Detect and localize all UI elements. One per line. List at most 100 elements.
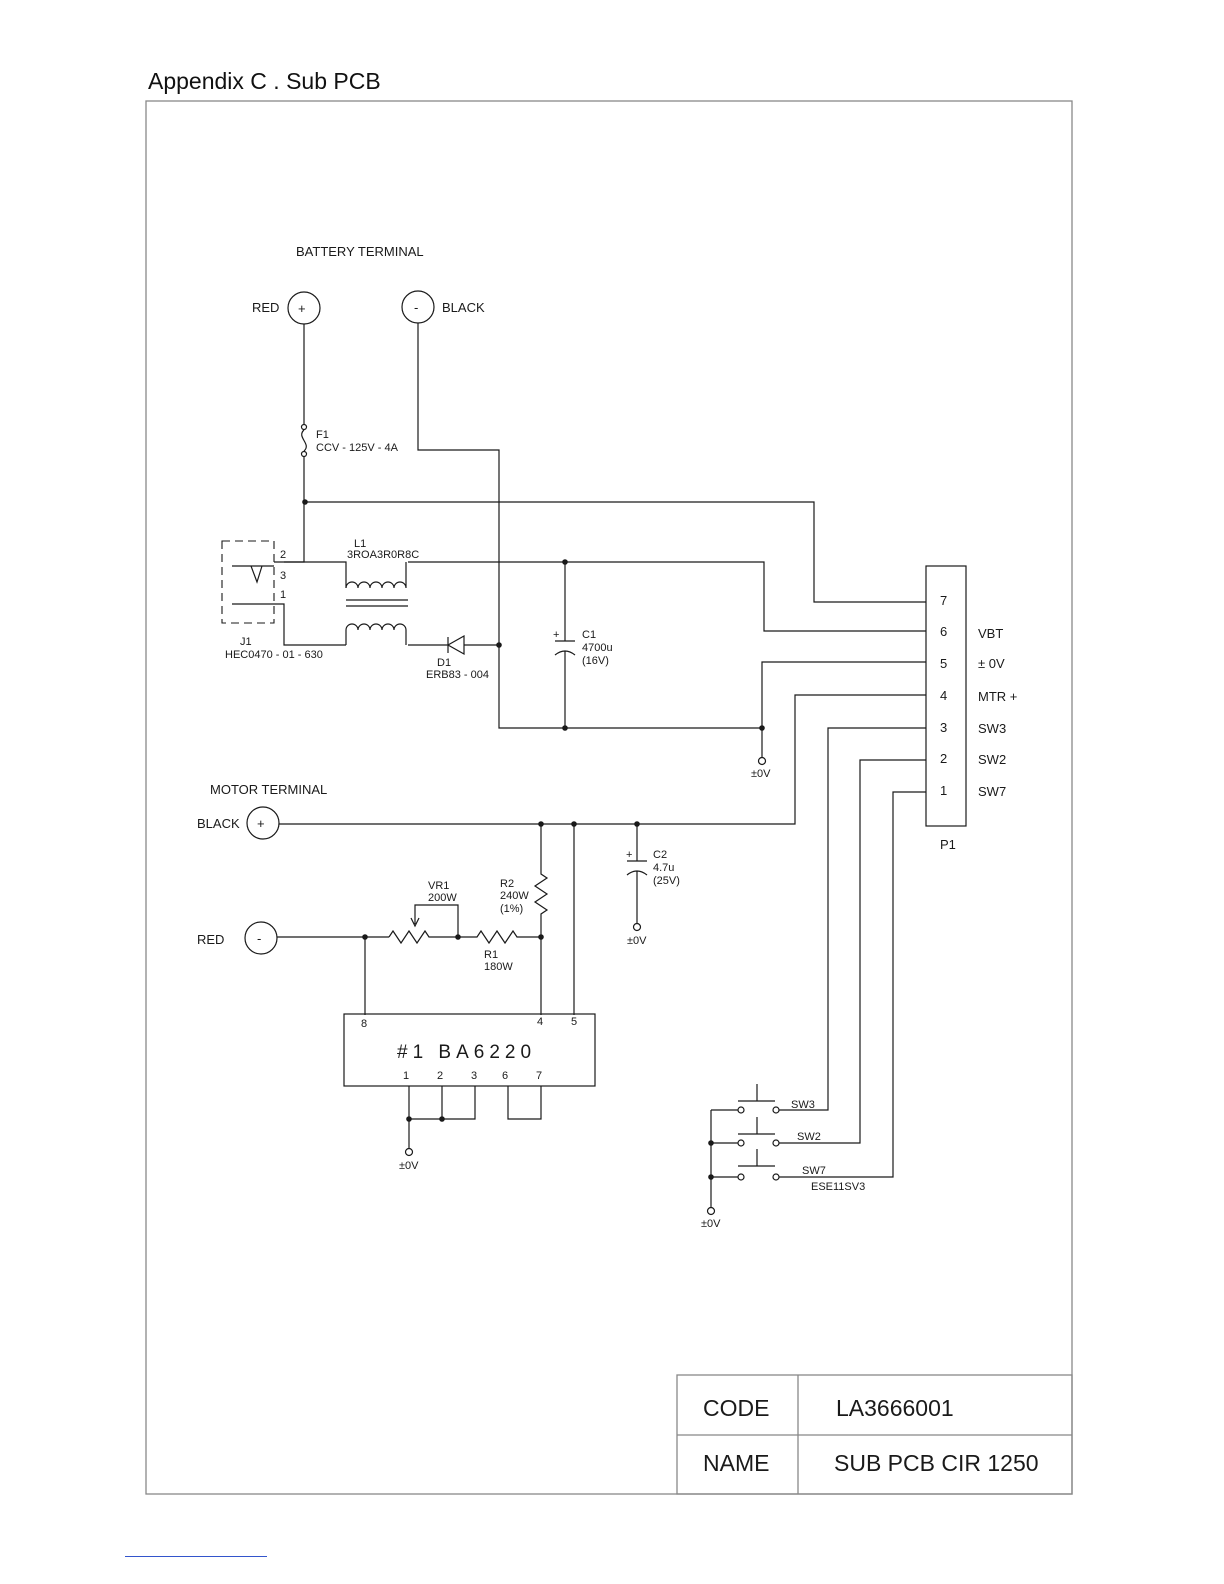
p1-pin-5: 5 bbox=[940, 656, 947, 671]
r2-ref: R2 bbox=[500, 878, 514, 890]
resistor-vr1 bbox=[388, 929, 458, 945]
p1-pin-6: 6 bbox=[940, 624, 947, 639]
sw2-actuator bbox=[738, 1117, 775, 1135]
p1-signal-sw2: SW2 bbox=[978, 752, 1006, 767]
drawing-frame bbox=[145, 100, 1073, 1495]
resistor-r2 bbox=[533, 824, 549, 1015]
junction-dot bbox=[406, 1116, 412, 1122]
junction-dot bbox=[302, 499, 308, 505]
battery-terminal-heading: BATTERY TERMINAL bbox=[296, 244, 424, 259]
battery-positive-sign: + bbox=[298, 301, 306, 316]
inductor-part: 3ROA3R0R8C bbox=[347, 549, 419, 561]
r2-tolerance: (1%) bbox=[500, 903, 523, 915]
motor-positive-sign: + bbox=[257, 816, 265, 831]
inductor-core bbox=[346, 599, 408, 607]
c2-ground-label: ±0V bbox=[627, 935, 647, 947]
jack-part: HEC0470 - 01 - 630 bbox=[225, 649, 323, 661]
wire-jack-pin3-to-l1 bbox=[274, 561, 347, 588]
battery-negative-sign: - bbox=[414, 300, 418, 315]
c2-ground-terminal bbox=[632, 922, 642, 932]
switch-common-wire bbox=[710, 1109, 738, 1207]
wire-sw2-to-p1 bbox=[779, 759, 926, 1144]
r1-value: 180W bbox=[484, 961, 513, 973]
r1-ref: R1 bbox=[484, 949, 498, 961]
sw2-contact-right bbox=[772, 1139, 780, 1147]
motor-negative-sign: - bbox=[257, 931, 261, 946]
title-block-code-value: LA3666001 bbox=[836, 1395, 954, 1421]
wire-battery-black bbox=[417, 323, 762, 729]
title-block-name-value: SUB PCB CIR 1250 bbox=[834, 1450, 1039, 1476]
sw2-label: SW2 bbox=[797, 1131, 821, 1143]
p1-signal-sw7: SW7 bbox=[978, 784, 1006, 799]
sw7-actuator bbox=[738, 1149, 775, 1167]
c2-ref: C2 bbox=[653, 849, 667, 861]
junction-dot bbox=[439, 1116, 445, 1122]
resistor-r1 bbox=[458, 929, 541, 945]
sw7-contact-right bbox=[772, 1173, 780, 1181]
inductor-top-winding bbox=[345, 562, 407, 589]
p1-signal-mtr: MTR + bbox=[978, 689, 1017, 704]
p1-pin-2: 2 bbox=[940, 751, 947, 766]
wire-jack-pin1-to-l1 bbox=[274, 603, 346, 646]
wire-ground-to-pin5 bbox=[761, 661, 926, 757]
c1-value: 4700u bbox=[582, 642, 613, 654]
wire-l1-to-vbt bbox=[408, 561, 926, 632]
ground-terminal bbox=[757, 756, 767, 766]
vr1-wiper bbox=[410, 904, 459, 937]
ic-pin-4: 4 bbox=[537, 1016, 543, 1028]
vr1-value: 200W bbox=[428, 892, 457, 904]
footer-underline bbox=[125, 1556, 267, 1557]
inductor-ref: L1 bbox=[354, 538, 366, 550]
ic-label: #1 BA6220 bbox=[397, 1042, 536, 1063]
switch-ground-terminal bbox=[706, 1206, 716, 1216]
ic-ground-label: ±0V bbox=[399, 1160, 419, 1172]
jack-j1-outline bbox=[221, 540, 275, 624]
c1-ref: C1 bbox=[582, 629, 596, 641]
ground-label: ±0V bbox=[751, 768, 771, 780]
sw3-contact-right bbox=[772, 1106, 780, 1114]
p1-signal-sw3: SW3 bbox=[978, 721, 1006, 736]
ic-bottom-wiring bbox=[408, 1086, 542, 1148]
jack-j1-contacts bbox=[232, 565, 274, 605]
fuse-value: CCV - 125V - 4A bbox=[316, 442, 399, 454]
sw7-contact-left bbox=[737, 1173, 745, 1181]
diode-ref: D1 bbox=[437, 657, 451, 669]
junction-dot bbox=[562, 725, 568, 731]
connector-p1 bbox=[925, 565, 967, 827]
battery-black-label: BLACK bbox=[442, 300, 485, 315]
ic-pin-2: 2 bbox=[437, 1070, 443, 1082]
motor-red-label: RED bbox=[197, 932, 224, 947]
c1-plus: + bbox=[553, 629, 559, 641]
ic-pin-8: 8 bbox=[361, 1018, 367, 1030]
c1-rating: (16V) bbox=[582, 655, 609, 667]
motor-positive-terminal bbox=[246, 806, 280, 840]
junction-dot bbox=[708, 1174, 714, 1180]
fuse-ref: F1 bbox=[316, 429, 329, 441]
inductor-bottom-winding bbox=[345, 623, 407, 645]
vr1-ref: VR1 bbox=[428, 880, 449, 892]
ic-pin-6: 6 bbox=[502, 1070, 508, 1082]
fuse-symbol bbox=[301, 429, 307, 452]
p1-pin-1: 1 bbox=[940, 783, 947, 798]
p1-pin-3: 3 bbox=[940, 720, 947, 735]
wire-sw3-to-p1 bbox=[779, 727, 926, 1111]
jack-pin-3: 3 bbox=[280, 570, 286, 582]
title-block-name-label: NAME bbox=[703, 1450, 769, 1476]
ic-pin-3: 3 bbox=[471, 1070, 477, 1082]
wire-vr1-to-ic-pin8 bbox=[364, 824, 575, 1015]
sw7-label: SW7 bbox=[802, 1165, 826, 1177]
jack-ref: J1 bbox=[240, 636, 252, 648]
p1-signal-vbt: VBT bbox=[978, 626, 1003, 641]
capacitor-c2 bbox=[626, 824, 648, 923]
c2-rating: (25V) bbox=[653, 875, 680, 887]
fuse-terminal-top bbox=[300, 423, 308, 431]
ic-pin-1: 1 bbox=[403, 1070, 409, 1082]
title-block-code-label: CODE bbox=[703, 1395, 769, 1421]
c2-value: 4.7u bbox=[653, 862, 674, 874]
junction-dot bbox=[708, 1140, 714, 1146]
motor-black-label: BLACK bbox=[197, 816, 240, 831]
wire-sw7-to-p1 bbox=[779, 791, 926, 1178]
capacitor-c1 bbox=[554, 562, 576, 728]
jack-pin-2: 2 bbox=[280, 549, 286, 561]
